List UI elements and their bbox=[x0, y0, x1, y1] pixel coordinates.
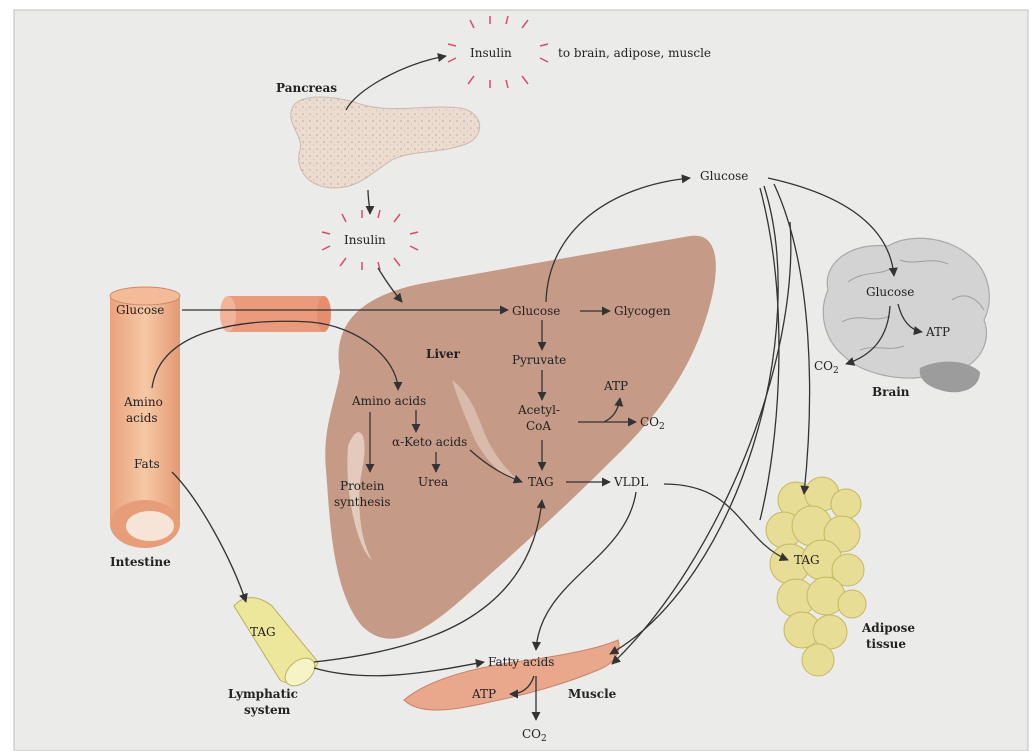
fats-label: Fats bbox=[134, 457, 160, 471]
brain-label: Brain bbox=[872, 385, 910, 399]
liver-tag-label: TAG bbox=[528, 475, 554, 489]
protein-label: Protein bbox=[340, 479, 385, 493]
keto-acids-label: α-Keto acids bbox=[392, 435, 467, 449]
portal-tube bbox=[220, 296, 331, 332]
lymphatic-tag-label: TAG bbox=[250, 625, 276, 639]
liver-co2-subscript: 2 bbox=[659, 422, 665, 432]
liver-atp-label: ATP bbox=[603, 379, 628, 393]
synthesis-label: synthesis bbox=[334, 495, 390, 509]
muscle-label: Muscle bbox=[568, 687, 617, 701]
fatty-acids-label: Fatty acids bbox=[488, 655, 554, 669]
insulin-mid-label: Insulin bbox=[344, 233, 386, 247]
brain-atp-label: ATP bbox=[925, 325, 950, 339]
muscle-co2-subscript: 2 bbox=[541, 734, 547, 744]
muscle-atp-label: ATP bbox=[471, 687, 496, 701]
muscle-co2-text: CO bbox=[522, 727, 541, 741]
intestine-glucose-label: Glucose bbox=[116, 303, 164, 317]
coa-label: CoA bbox=[526, 419, 551, 433]
acetyl-label: Acetyl- bbox=[517, 403, 560, 417]
brain-glucose-label: Glucose bbox=[866, 285, 914, 299]
pancreas-label: Pancreas bbox=[276, 81, 337, 95]
brain-co2-text: CO bbox=[814, 359, 833, 373]
lymphatic-label: Lymphatic bbox=[228, 687, 298, 701]
amino-acids-liver-label: Amino acids bbox=[351, 394, 426, 408]
glycogen-label: Glycogen bbox=[614, 304, 671, 318]
vldl-label: VLDL bbox=[613, 475, 648, 489]
system-label: system bbox=[244, 703, 291, 717]
liver-glucose-label: Glucose bbox=[512, 304, 560, 318]
insulin-targets-label: to brain, adipose, muscle bbox=[558, 46, 711, 60]
pyruvate-label: Pyruvate bbox=[512, 353, 566, 367]
insulin-top-label: Insulin bbox=[470, 46, 512, 60]
intestine-label: Intestine bbox=[110, 555, 171, 569]
amino-label: Amino bbox=[123, 395, 163, 409]
tissue-label: tissue bbox=[866, 637, 906, 651]
brain-co2-subscript: 2 bbox=[833, 366, 839, 376]
acids-label: acids bbox=[126, 411, 158, 425]
liver-label: Liver bbox=[426, 347, 461, 361]
adipose-label: Adipose bbox=[861, 621, 915, 635]
adipose-tag-label: TAG bbox=[794, 553, 820, 567]
urea-label: Urea bbox=[418, 475, 448, 489]
liver-co2-text: CO bbox=[640, 415, 659, 429]
blood-glucose-label: Glucose bbox=[700, 169, 748, 183]
